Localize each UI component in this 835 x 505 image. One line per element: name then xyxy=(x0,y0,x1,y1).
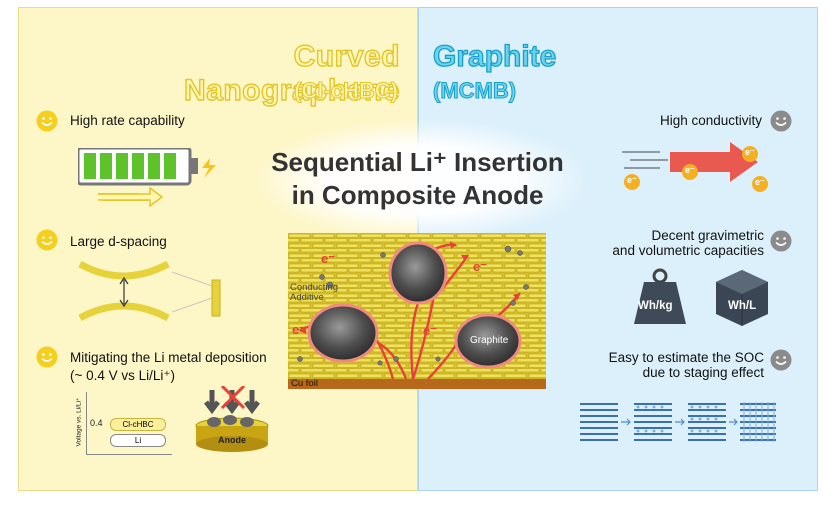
cu-foil-label: Cu foil xyxy=(291,378,318,389)
weight-icon xyxy=(634,268,686,324)
feature-capacities: Decent gravimetric and volumetric capaci… xyxy=(609,228,764,258)
feature-capacities-line2: and volumetric capacities xyxy=(612,243,764,258)
title-glow xyxy=(255,120,585,240)
curved-sheets-icon xyxy=(78,260,221,322)
feature-d-spacing: Large d-spacing xyxy=(70,234,167,249)
composite-anode-illustration xyxy=(288,233,546,389)
feature-soc: Easy to estimate the SOC due to staging … xyxy=(598,350,764,380)
li-level: Li xyxy=(110,434,166,447)
feature-soc-line1: Easy to estimate the SOC xyxy=(608,350,764,365)
wh-l-label: Wh/L xyxy=(728,300,757,312)
electron-label-4: e⁻ xyxy=(423,323,438,338)
cl-chbc-level: Cl-cHBC xyxy=(110,418,166,431)
electron-icon-3: e⁻ xyxy=(745,147,755,157)
right-subtitle: (MCMB) xyxy=(432,78,517,104)
feature-soc-line2: due to staging effect xyxy=(642,365,764,380)
electron-label-3: e⁻ xyxy=(292,322,307,337)
smiley-gray-icon xyxy=(770,349,792,371)
smiley-yellow-icon xyxy=(36,229,58,251)
left-subtitle: (Cl-cHBC) xyxy=(294,78,399,104)
center-title-line2: in Composite Anode xyxy=(291,180,544,210)
conducting-label-line2: Additive xyxy=(290,292,324,303)
voltage-tick: 0.4 xyxy=(90,418,103,428)
left-title: Curved Nanographene xyxy=(183,39,400,107)
anode-blocked-icon xyxy=(195,386,269,452)
smiley-gray-icon xyxy=(770,230,792,252)
right-title: Graphite xyxy=(432,39,557,73)
feature-conductivity: High conductivity xyxy=(660,113,763,128)
electron-icon-4: e⁻ xyxy=(755,177,765,187)
voltage-diagram: Voltage vs. Li/Li⁺ 0.4 Cl-cHBC Li xyxy=(72,392,172,458)
smiley-yellow-icon xyxy=(36,346,58,368)
conducting-label-line1: Conducting xyxy=(290,282,339,293)
feature-li-metal-voltage: (~ 0.4 V vs Li/Li⁺) xyxy=(70,368,176,383)
voltage-axis-label: Voltage vs. Li/Li⁺ xyxy=(75,397,83,447)
feature-capacities-line1: Decent gravimetric xyxy=(651,228,764,243)
smiley-gray-icon xyxy=(770,110,792,132)
center-title: Sequential Li⁺ Insertion in Composite An… xyxy=(240,146,595,212)
staging-stages-icon xyxy=(580,402,776,442)
electron-label-2: e⁻ xyxy=(473,259,488,274)
electron-icon-2: e⁻ xyxy=(685,165,695,175)
electron-icon-1: e⁻ xyxy=(627,175,637,185)
smiley-yellow-icon xyxy=(36,110,58,132)
cube-icon xyxy=(716,270,768,326)
center-title-line1: Sequential Li⁺ Insertion xyxy=(271,147,564,177)
feature-high-rate: High rate capability xyxy=(70,113,185,128)
feature-li-metal: Mitigating the Li metal deposition xyxy=(70,350,267,365)
battery-icon xyxy=(78,148,216,208)
electron-label-1: e⁻ xyxy=(321,251,336,266)
anode-label: Anode xyxy=(218,435,246,445)
wh-kg-label: Wh/kg xyxy=(638,300,673,312)
conducting-additive-label: Conducting Additive xyxy=(290,283,338,303)
conductivity-arrow-icon xyxy=(622,142,768,192)
graphite-label: Graphite xyxy=(470,335,509,346)
